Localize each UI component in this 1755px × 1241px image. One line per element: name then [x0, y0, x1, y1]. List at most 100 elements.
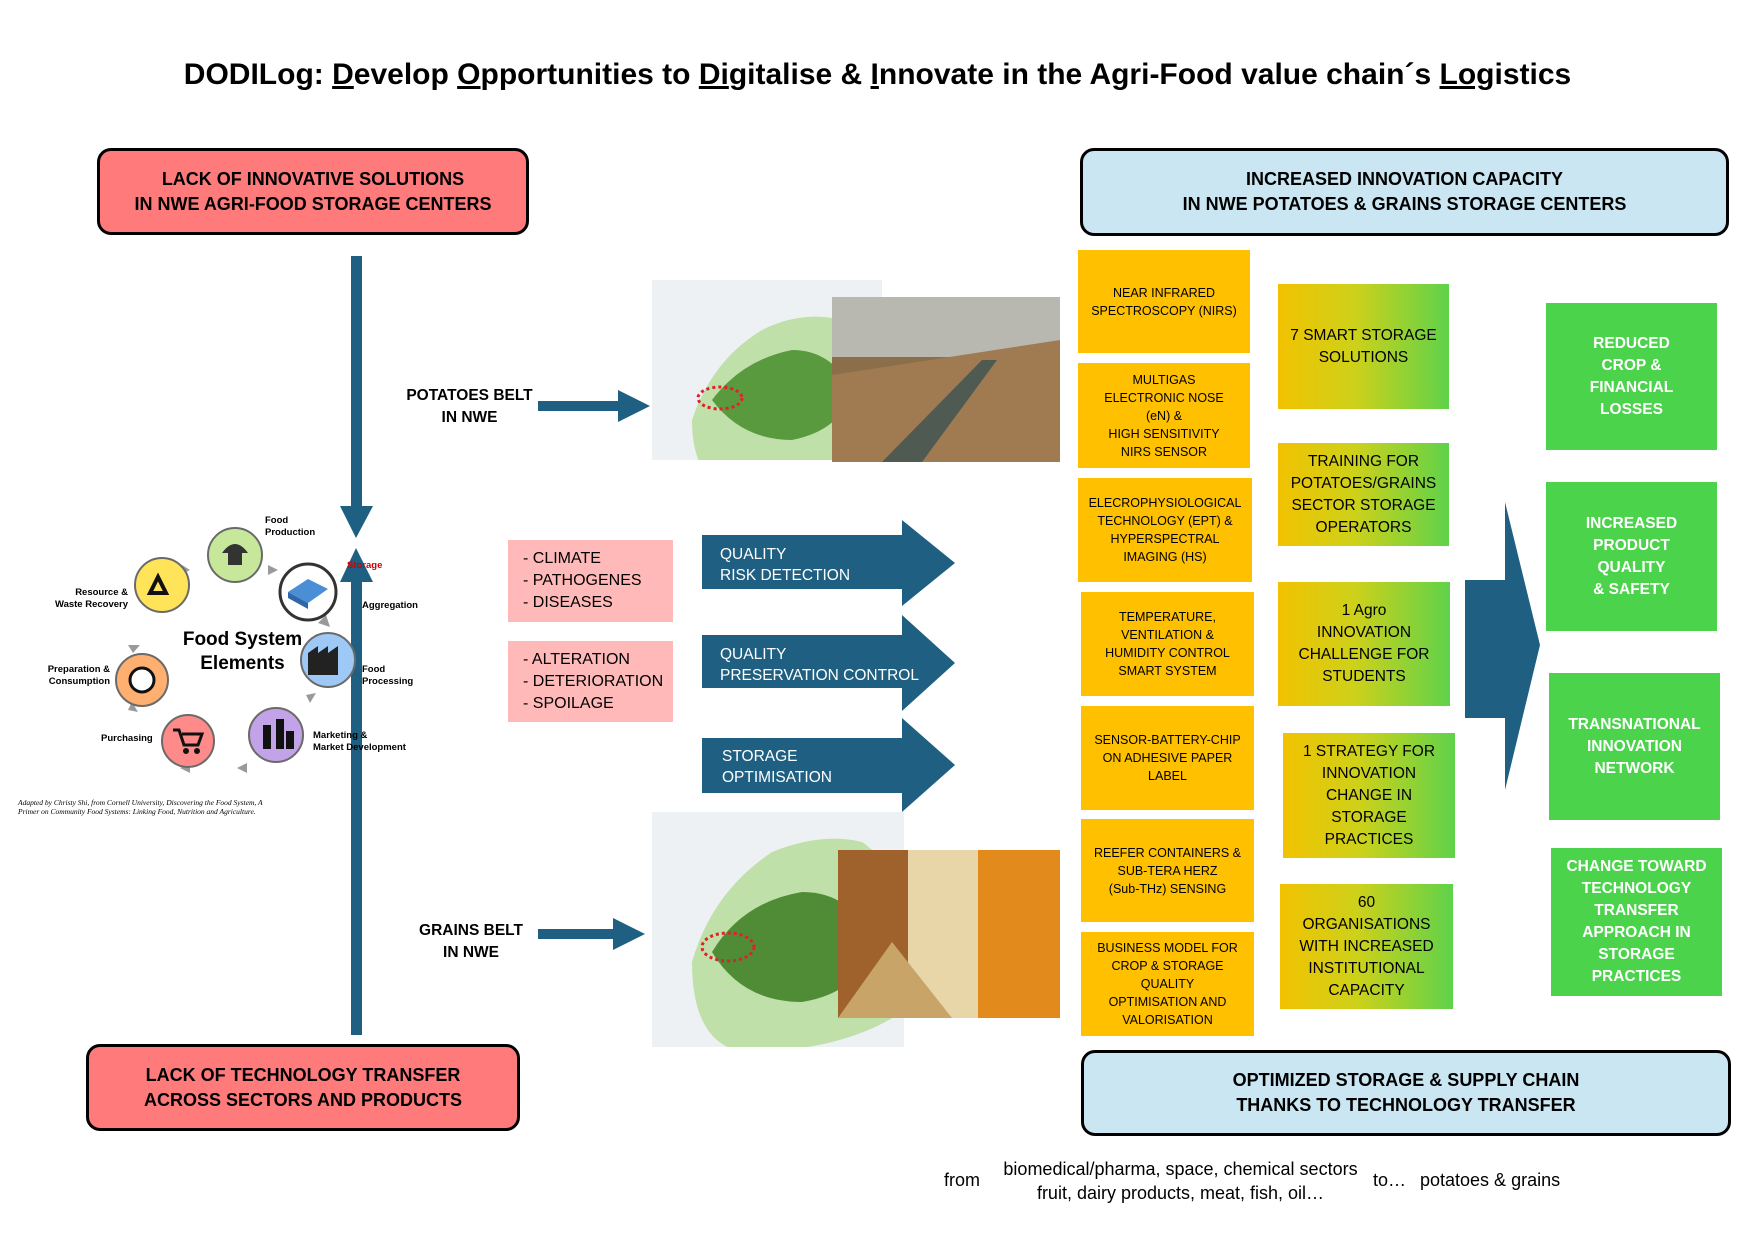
- down-arrow-shaft: [351, 256, 362, 506]
- output-line: CAPACITY: [1328, 981, 1405, 999]
- impact-line: REDUCED: [1593, 334, 1670, 352]
- food-system-diagram: [115, 527, 356, 773]
- factory-icon: [308, 646, 338, 675]
- output-line: SOLUTIONS: [1318, 348, 1409, 366]
- impact-line: INCREASED: [1585, 514, 1678, 532]
- output-line: INNOVATION: [1316, 624, 1412, 641]
- risk-item: - DISEASES: [523, 594, 613, 611]
- technologie-line: LABEL: [1148, 769, 1187, 783]
- technologie-box: REEFER CONTAINERS &SUB-TERA HERZ(Sub-THz…: [1081, 819, 1254, 922]
- risk-item: - CLIMATE: [523, 550, 601, 567]
- output-line: PRACTICES: [1324, 830, 1414, 848]
- risk-box-climate: - CLIMATE - PATHOGENES - DISEASES: [508, 540, 673, 622]
- technologie-line: SENSOR-BATTERY-CHIP: [1094, 733, 1241, 747]
- impact-line: STORAGE: [1598, 946, 1675, 963]
- title-part: DODILog:: [183, 58, 333, 91]
- title-part: O: [457, 58, 481, 91]
- bottle-icon: [263, 725, 271, 749]
- impact-line: LOSSES: [1600, 400, 1663, 418]
- purchasing-icon: [161, 714, 215, 768]
- impact-line: CHANGE TOWARD: [1566, 858, 1707, 875]
- title-part: pportunities to: [480, 58, 699, 91]
- recycle-icon: [146, 572, 170, 595]
- impact-line: APPROACH IN: [1582, 924, 1691, 941]
- technologie-line: TEMPERATURE,: [1119, 610, 1216, 624]
- action-arrow-risk-detection: [702, 520, 955, 606]
- problem-line: IN NWE AGRI-FOOD STORAGE CENTERS: [134, 193, 492, 214]
- technologie-line: MULTIGAS: [1132, 372, 1196, 387]
- technologie-line: ON ADHESIVE PAPER: [1102, 751, 1233, 765]
- impact-line: CROP &: [1601, 356, 1662, 374]
- up-arrow-shaft: [351, 580, 362, 1035]
- transfer-to-label: to…: [1373, 1170, 1407, 1190]
- label-storage: Storage: [347, 560, 383, 571]
- impact-line: NETWORK: [1594, 759, 1675, 777]
- weathervane-icon: [222, 544, 248, 565]
- technologie-line: ELECTRONIC NOSE: [1104, 390, 1224, 405]
- grains-belt-arrow-head: [613, 918, 645, 950]
- technologie-box: BUSINESS MODEL FOR CROP & STORAGE QUALITY O…: [1081, 932, 1254, 1036]
- output-line: INNOVATION: [1321, 764, 1417, 782]
- output-box: 7 SMART STORAGE SOLUTIONS: [1278, 284, 1449, 409]
- output-line: CHANGE IN: [1325, 786, 1413, 804]
- action-arrow-storage-optimisation: [702, 718, 955, 812]
- technologie-line: HUMIDITY CONTROL: [1105, 646, 1230, 660]
- technologie-line: SUB-TERA HERZ: [1117, 863, 1218, 878]
- transfer-sources: biomedical/pharma, space, chemical secto…: [1003, 1159, 1358, 1203]
- technologie-line: QUALITY: [1140, 977, 1195, 991]
- technologie-box: TEMPERATURE,VENTILATION &HUMIDITY CONTRO…: [1081, 592, 1254, 696]
- title-part: Log: [1439, 58, 1495, 91]
- technologie-line: BUSINESS MODEL FOR: [1097, 941, 1238, 955]
- risk-item: - PATHOGENES: [523, 572, 642, 589]
- grains-belt-arrow-shaft: [538, 929, 615, 939]
- output-line: STORAGE: [1331, 808, 1407, 826]
- grains-belt-map-image: [652, 812, 1060, 1102]
- cart-icon: [173, 728, 205, 747]
- output-line: 60: [1357, 893, 1376, 911]
- technologie-line: SMART SYSTEM: [1118, 664, 1217, 678]
- risk-box-alteration: - ALTERATION - DETERIORATION - SPOILAGE: [508, 641, 673, 722]
- food-system-title-line: Food System: [182, 629, 303, 650]
- down-arrow-head: [340, 506, 373, 538]
- output-line: OPERATORS: [1315, 518, 1412, 536]
- impact-line: TRANSNATIONAL: [1568, 715, 1701, 733]
- result-line: IN NWE POTATOES & GRAINS STORAGE CENTERS: [1182, 194, 1627, 214]
- storage-roof-icon: [288, 579, 328, 603]
- page-title: DODILog: Develop Opportunities to Digita…: [0, 58, 1755, 92]
- title-part: D: [332, 58, 354, 91]
- technologie-line: OPTIMISATION AND: [1108, 995, 1227, 1009]
- technologie-line: REEFER CONTAINERS &: [1093, 845, 1241, 860]
- impact-line: QUALITY: [1597, 558, 1666, 576]
- title-part: Di: [698, 58, 729, 91]
- result-line: INCREASED INNOVATION CAPACITY: [1245, 169, 1563, 189]
- title-part: gitalise &: [728, 58, 871, 91]
- output-line: WITH INCREASED: [1299, 937, 1434, 955]
- technologie-box: SENSOR-BATTERY-CHIP ON ADHESIVE PAPER LABE…: [1081, 706, 1254, 810]
- risk-item: - ALTERATION: [523, 651, 630, 668]
- technologie-line: VALORISATION: [1122, 1013, 1213, 1027]
- impact-line: & SAFETY: [1593, 580, 1670, 598]
- technologie-line: SPECTROSCOPY (NIRS): [1091, 303, 1237, 318]
- result-line: THANKS TO TECHNOLOGY TRANSFER: [1236, 1095, 1576, 1115]
- result-box-innovation-capacity: INCREASED INNOVATION CAPACITY IN NWE POTA…: [1080, 148, 1729, 236]
- output-line: TRAINING FOR: [1307, 452, 1420, 470]
- impact-arrow: [1465, 502, 1540, 790]
- impact-line: FINANCIAL: [1589, 378, 1674, 396]
- output-line: 7 SMART STORAGE: [1290, 326, 1437, 344]
- label-recovery: Resource &Waste Recovery: [54, 587, 128, 610]
- technologie-line: CROP & STORAGE: [1111, 959, 1224, 973]
- technologie-line: TECHNOLOGY (EPT) &: [1097, 514, 1233, 528]
